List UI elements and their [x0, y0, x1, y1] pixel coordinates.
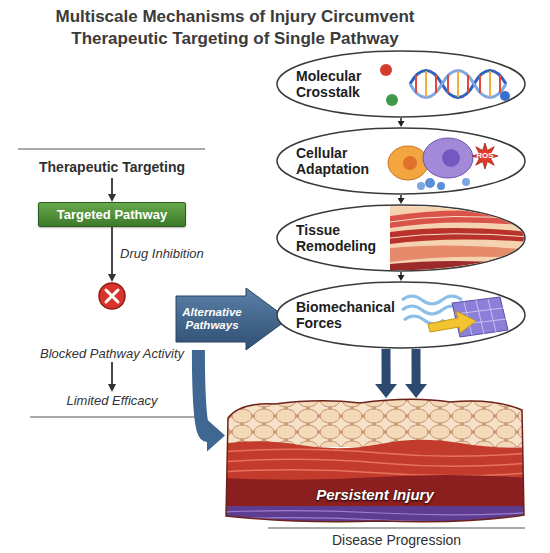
- ellipse-shape: [277, 51, 525, 117]
- connector: [111, 362, 113, 384]
- node-label: Therapeutic Targeting: [17, 158, 207, 176]
- ellipse-label: Biomechanical Forces: [296, 299, 406, 331]
- molecule-ball: [500, 91, 510, 101]
- injury-label: Persistent Injury: [225, 486, 525, 504]
- edge-label: Drug Inhibition: [120, 246, 204, 262]
- cell-body: [388, 146, 428, 180]
- box-label: Targeted Pathway: [39, 207, 185, 223]
- diagram-title: Multiscale Mechanisms of Injury Circumve…: [15, 6, 455, 50]
- cobble-layer: [220, 395, 530, 447]
- tissue-illustration: [390, 204, 530, 274]
- ellipse-shape: [277, 128, 525, 194]
- divider-line: [18, 149, 205, 150]
- cell-nucleus: [403, 156, 417, 170]
- fiber-layer: [220, 440, 540, 482]
- cell-body: [423, 138, 473, 178]
- block-icon: [99, 283, 125, 309]
- fiber-line: [220, 449, 540, 476]
- ellipse-label: Tissue Remodeling: [296, 222, 406, 254]
- connector: [111, 178, 113, 194]
- connector: [412, 349, 421, 384]
- force-arrow: [428, 311, 476, 333]
- ellipse-label: Molecular Crosstalk: [296, 68, 406, 100]
- molecule-ball: [380, 64, 392, 76]
- ellipse-shape: [277, 282, 525, 348]
- vesicle: [417, 182, 425, 190]
- dna-rung: [426, 71, 490, 97]
- ellipse-label: Cellular Adaptation: [296, 145, 406, 177]
- footer-label: Disease Progression: [268, 532, 525, 549]
- tissue-layer: [390, 245, 530, 262]
- cell-nucleus: [442, 149, 460, 167]
- vesicle: [462, 178, 470, 186]
- ros-label: ROS: [470, 151, 500, 161]
- node-label: Limited Efficacy: [37, 393, 187, 409]
- dark-band: [220, 475, 540, 510]
- process-box: Targeted Pathway: [38, 202, 186, 227]
- arrow-label: Alternative Pathways: [176, 306, 248, 332]
- injury-outline: [226, 399, 524, 522]
- tissue-fiber: [390, 216, 530, 238]
- bypass-arrow: Alternative Pathways: [176, 288, 288, 350]
- vesicle: [437, 182, 445, 190]
- dna-strand: [410, 71, 506, 98]
- divider-line: [268, 528, 525, 529]
- arrow-shape: [176, 288, 288, 350]
- block-cross: [106, 290, 118, 302]
- scale-ellipse: Molecular Crosstalk: [276, 50, 526, 118]
- divider-line: [30, 417, 195, 418]
- vesicle: [425, 178, 435, 188]
- dna-strand: [410, 71, 506, 98]
- connector: [382, 349, 391, 384]
- connector: [400, 272, 402, 275]
- start-text: Therapeutic Targeting: [17, 156, 207, 178]
- result-text: Limited Efficacy: [37, 392, 187, 412]
- node-label: Blocked Pathway Activity: [22, 346, 202, 362]
- connector: [400, 195, 402, 198]
- connector: [198, 350, 207, 436]
- tissue-layer: [390, 204, 530, 274]
- connector: [400, 118, 402, 121]
- injury-illustration: [220, 395, 540, 526]
- base-layer: [220, 506, 530, 526]
- tissue-layer: [390, 261, 530, 274]
- connector: [111, 227, 113, 274]
- molecule-ball: [386, 94, 398, 106]
